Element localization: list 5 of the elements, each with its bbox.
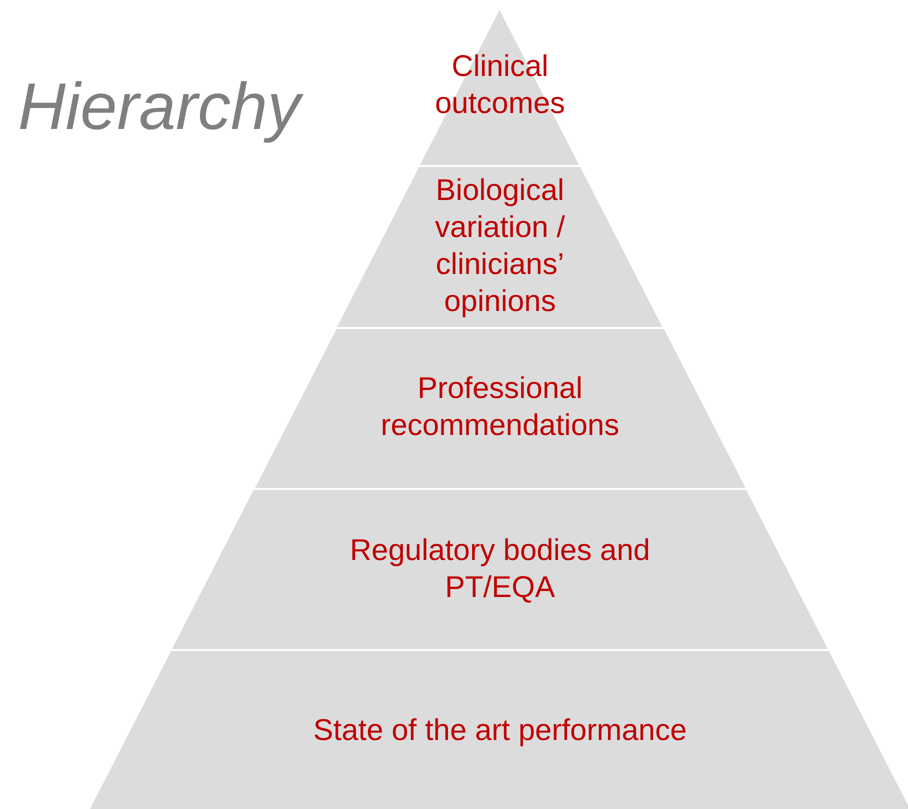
- tier-label: Professional recommendations: [380, 371, 620, 444]
- tier-label: State of the art performance: [312, 713, 688, 749]
- tier-label: Biological variation / clinicians’ opinions: [434, 173, 566, 320]
- tier-label: Clinical outcomes: [434, 49, 566, 122]
- tier-label: Regulatory bodies and PT/EQA: [348, 533, 652, 606]
